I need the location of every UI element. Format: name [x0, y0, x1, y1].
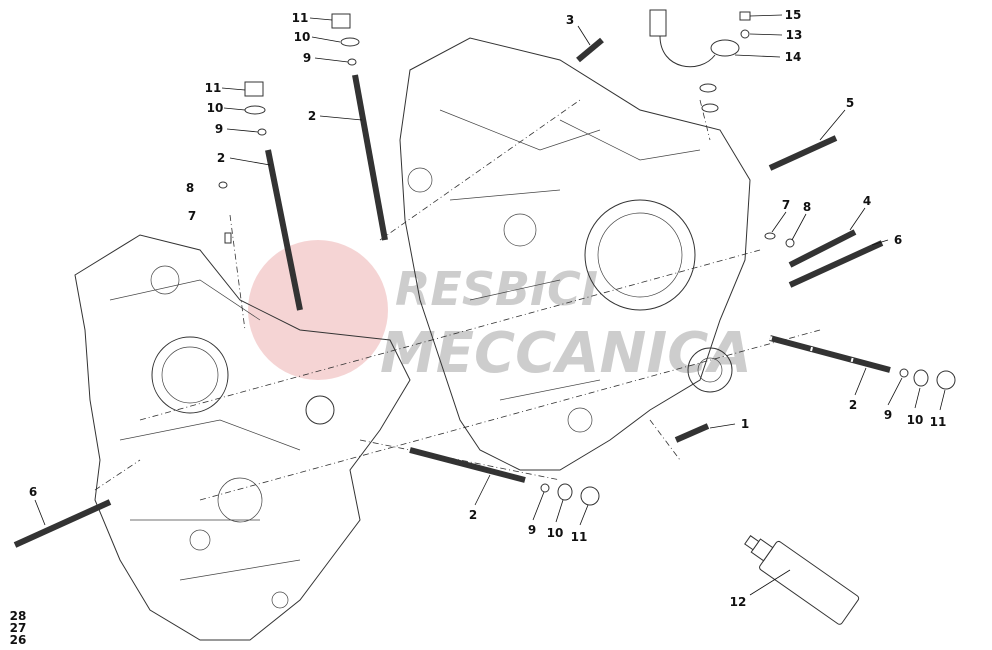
- callout-13: 13: [786, 28, 803, 42]
- callout-1: 1: [741, 417, 749, 431]
- fasteners: [13, 9, 956, 625]
- callout-7: 7: [188, 209, 196, 223]
- callout-9: 9: [215, 122, 223, 136]
- svg-text:RESBICI: RESBICI: [395, 262, 598, 316]
- callout-2: 2: [469, 508, 477, 522]
- callout-3: 3: [566, 13, 574, 27]
- callout-15: 15: [785, 8, 802, 22]
- callout-4: 4: [863, 194, 871, 208]
- callout-10: 10: [207, 101, 224, 115]
- callout-labels: 11 10 9 2 11 10 9 2 8 7 3 15 13 14 5 7 8…: [29, 8, 947, 609]
- assembly-lines: [94, 99, 821, 501]
- callout-2: 2: [308, 109, 316, 123]
- callout-10: 10: [907, 413, 924, 427]
- svg-text:26: 26: [10, 633, 27, 647]
- callout-6: 6: [29, 485, 37, 499]
- callout-11: 11: [205, 81, 222, 95]
- callout-12: 12: [730, 595, 747, 609]
- callout-8: 8: [803, 200, 811, 214]
- callout-14: 14: [785, 50, 802, 64]
- callout-8: 8: [186, 181, 194, 195]
- applicability-refs: 28 27 26: [10, 609, 27, 647]
- callout-10: 10: [294, 30, 311, 44]
- watermark-logo: RESBICI MECCANICA: [248, 240, 752, 386]
- callout-9: 9: [528, 523, 536, 537]
- svg-text:28: 28: [10, 609, 27, 623]
- leader-lines: [34, 14, 946, 596]
- svg-text:27: 27: [10, 621, 27, 635]
- callout-9: 9: [884, 408, 892, 422]
- callout-2: 2: [217, 151, 225, 165]
- svg-text:MECCANICA: MECCANICA: [380, 321, 752, 386]
- callout-10: 10: [547, 526, 564, 540]
- right-crankcase-half: [399, 37, 751, 471]
- callout-6: 6: [894, 233, 902, 247]
- callout-7: 7: [782, 198, 790, 212]
- callout-5: 5: [846, 96, 854, 110]
- left-crankcase-half: [74, 234, 411, 641]
- callout-11: 11: [571, 530, 588, 544]
- callout-2: 2: [849, 398, 857, 412]
- callout-11: 11: [292, 11, 309, 25]
- sealant-tube: [744, 535, 860, 625]
- callout-9: 9: [303, 51, 311, 65]
- callout-11: 11: [930, 415, 947, 429]
